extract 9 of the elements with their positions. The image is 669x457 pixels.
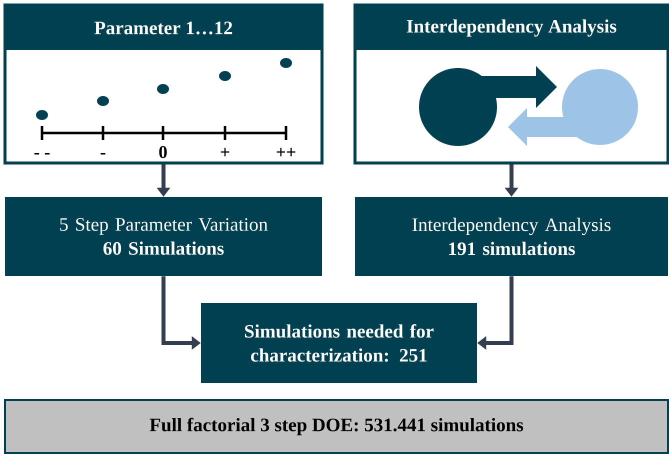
process-box: 5 Step Parameter Variation 60 Simulations <box>5 197 322 276</box>
scale-label: - - <box>34 153 50 155</box>
process-box: Interdependency Analysis 191 simulations <box>355 197 668 276</box>
scale-label: - <box>100 153 106 155</box>
summary-bar: Full factorial 3 step DOE: 531.441 simulations <box>4 399 669 454</box>
process-box: Simulations needed for characterization: 251 <box>201 303 477 383</box>
scale-label: ++ <box>276 148 296 156</box>
scale-label: 0 <box>159 146 167 158</box>
scale-label: + <box>220 148 230 156</box>
